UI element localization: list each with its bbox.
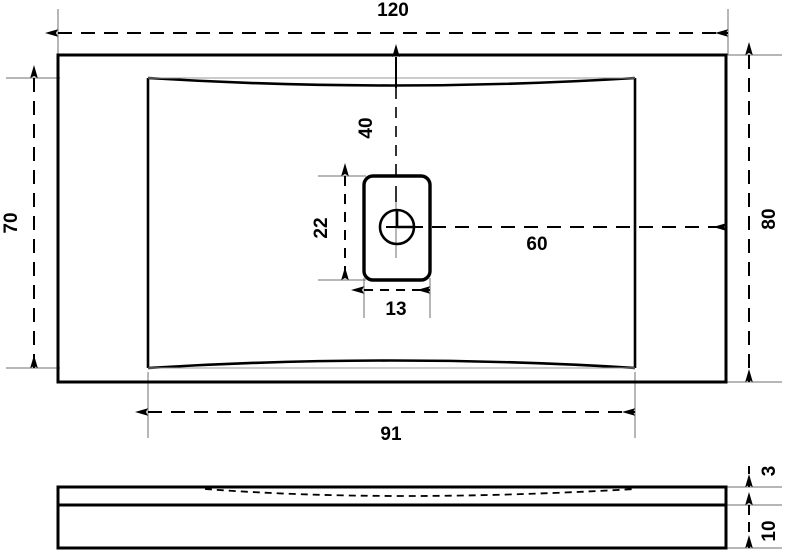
dim-40-label: 40	[356, 117, 377, 138]
dim-3-label: 3	[759, 466, 780, 477]
dim-10-label: 10	[759, 520, 780, 541]
dim-120: 120	[45, 0, 728, 37]
plan-view	[56, 53, 728, 384]
basin-recess-outline	[146, 76, 637, 370]
dim-91: 91	[135, 408, 635, 445]
dim-13: 13	[351, 286, 430, 320]
basin-rim-chords	[148, 77, 635, 369]
dim-120-label: 120	[377, 0, 409, 21]
dim-80-label: 80	[759, 208, 780, 229]
dim-91-label: 91	[380, 424, 402, 445]
dim-70: 70	[1, 65, 38, 368]
dim-13-label: 13	[385, 299, 406, 320]
dim-10: 10	[745, 492, 780, 548]
outer-slab-outline	[56, 53, 728, 384]
dim-22-label: 22	[311, 217, 332, 238]
dim-60: 60	[386, 223, 726, 255]
dim-40: 40	[356, 44, 400, 139]
section-view	[56, 485, 728, 550]
section-body	[56, 503, 728, 550]
dim-70-label: 70	[1, 212, 22, 233]
dim-60-label: 60	[526, 234, 547, 255]
drain-plate	[362, 174, 432, 282]
dim-80: 80	[745, 42, 780, 382]
basin-profile-hidden-line	[204, 488, 636, 497]
dim-22: 22	[311, 163, 349, 280]
dim-3: 3	[745, 466, 780, 487]
